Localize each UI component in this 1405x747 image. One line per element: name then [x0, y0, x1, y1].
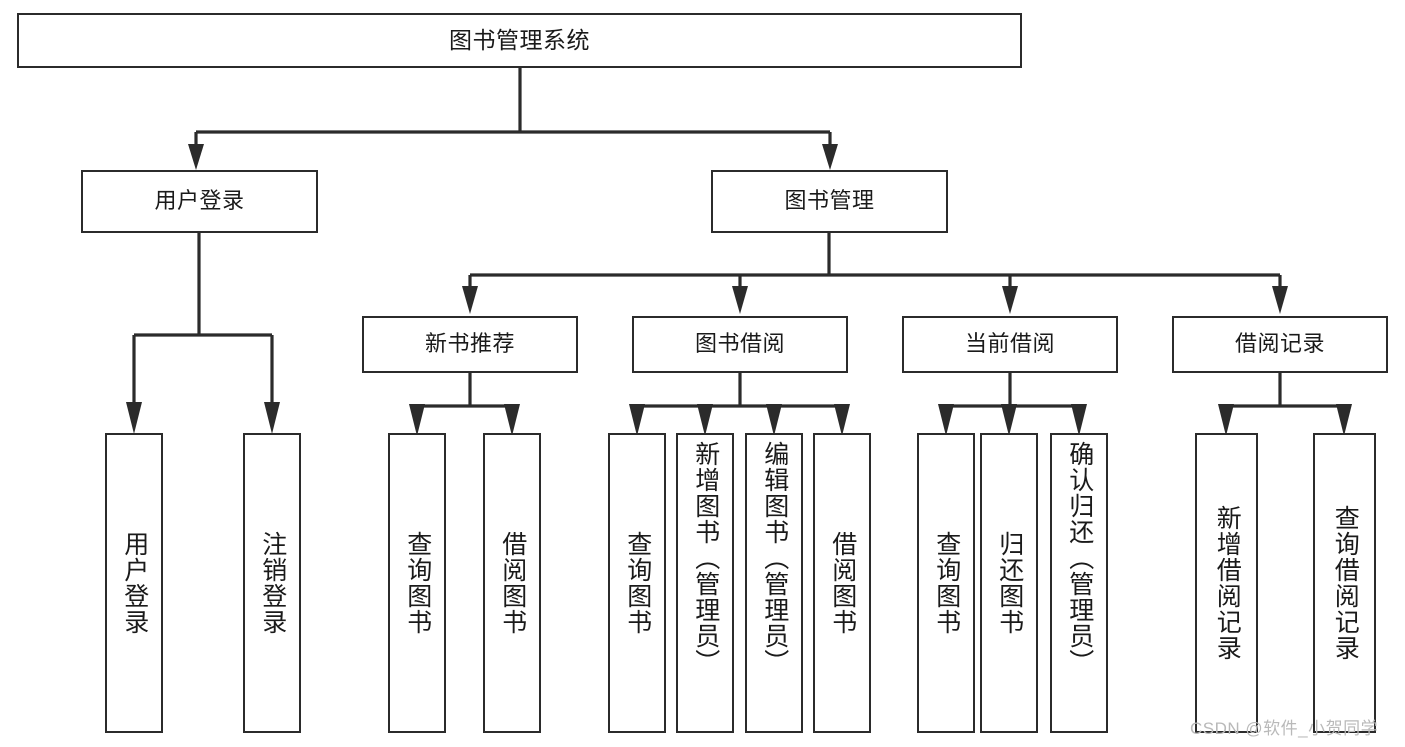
leaf-book-borrow-add-label: 新增图书（管理员）	[691, 441, 720, 675]
leaf-user-login-logout-label: 注销登录	[258, 531, 287, 635]
leaf-current-borrow-query[interactable]: 查询图书	[917, 433, 975, 733]
node-root-system[interactable]: 图书管理系统	[17, 13, 1022, 68]
node-book-borrow[interactable]: 图书借阅	[632, 316, 848, 373]
arrowhead-leaf-book-borrow-3	[766, 404, 782, 436]
node-user-login[interactable]: 用户登录	[81, 170, 318, 233]
leaf-book-borrow-query-label: 查询图书	[623, 531, 652, 635]
leaf-borrow-record-add[interactable]: 新增借阅记录	[1195, 433, 1258, 733]
node-current-borrow[interactable]: 当前借阅	[902, 316, 1118, 373]
arrowhead-leaf-book-borrow-2	[697, 404, 713, 436]
leaf-user-login-logout[interactable]: 注销登录	[243, 433, 301, 733]
arrowhead-leaf-current-borrow-2	[1001, 404, 1017, 436]
node-new-book-recommend-label: 新书推荐	[424, 331, 515, 357]
leaf-new-book-borrow-label: 借阅图书	[498, 531, 527, 635]
leaf-new-book-borrow[interactable]: 借阅图书	[483, 433, 541, 733]
leaf-book-borrow-edit-label: 编辑图书（管理员）	[760, 441, 789, 675]
node-user-login-label: 用户登录	[154, 188, 245, 214]
arrowhead-leaf-new-book-2	[504, 404, 520, 436]
arrowhead-leaf-new-book-1	[409, 404, 425, 436]
leaf-user-login-login[interactable]: 用户登录	[105, 433, 163, 733]
node-new-book-recommend[interactable]: 新书推荐	[362, 316, 578, 373]
leaf-current-borrow-query-label: 查询图书	[932, 531, 961, 635]
leaf-current-borrow-confirm[interactable]: 确认归还（管理员）	[1050, 433, 1108, 733]
leaf-borrow-record-query-label: 查询借阅记录	[1331, 505, 1360, 661]
arrowhead-leaf-book-borrow-1	[629, 404, 645, 436]
leaf-borrow-record-query[interactable]: 查询借阅记录	[1313, 433, 1376, 733]
arrowhead-book-borrow	[732, 286, 748, 314]
node-book-borrow-label: 图书借阅	[694, 331, 785, 357]
arrowhead-borrow-record	[1272, 286, 1288, 314]
arrowhead-new-book	[462, 286, 478, 314]
leaf-book-borrow-borrow-label: 借阅图书	[828, 531, 857, 635]
arrowhead-leaf-user-login-2	[264, 402, 280, 434]
arrowhead-leaf-borrow-record-2	[1336, 404, 1352, 436]
arrowhead-leaf-current-borrow-1	[938, 404, 954, 436]
leaf-book-borrow-edit[interactable]: 编辑图书（管理员）	[745, 433, 803, 733]
leaf-new-book-query-label: 查询图书	[403, 531, 432, 635]
leaf-book-borrow-borrow[interactable]: 借阅图书	[813, 433, 871, 733]
arrowhead-leaf-book-borrow-4	[834, 404, 850, 436]
arrowhead-user-login	[188, 144, 204, 170]
arrowhead-leaf-user-login-1	[126, 402, 142, 434]
leaf-new-book-query[interactable]: 查询图书	[388, 433, 446, 733]
leaf-current-borrow-return[interactable]: 归还图书	[980, 433, 1038, 733]
leaf-current-borrow-return-label: 归还图书	[995, 531, 1024, 635]
node-borrow-record[interactable]: 借阅记录	[1172, 316, 1388, 373]
node-current-borrow-label: 当前借阅	[964, 331, 1055, 357]
node-book-management[interactable]: 图书管理	[711, 170, 948, 233]
leaf-user-login-login-label: 用户登录	[120, 531, 149, 635]
arrowhead-current-borrow	[1002, 286, 1018, 314]
leaf-borrow-record-add-label: 新增借阅记录	[1213, 505, 1242, 661]
arrowhead-leaf-current-borrow-3	[1071, 404, 1087, 436]
node-borrow-record-label: 借阅记录	[1234, 331, 1325, 357]
node-book-management-label: 图书管理	[784, 188, 875, 214]
arrowhead-leaf-borrow-record-1	[1218, 404, 1234, 436]
leaf-book-borrow-query[interactable]: 查询图书	[608, 433, 666, 733]
leaf-current-borrow-confirm-label: 确认归还（管理员）	[1065, 441, 1094, 675]
watermark-text: CSDN @软件_小贺同学	[1190, 719, 1379, 738]
leaf-book-borrow-add[interactable]: 新增图书（管理员）	[676, 433, 734, 733]
arrowhead-book-manage	[822, 144, 838, 170]
node-root-system-label: 图书管理系统	[449, 26, 590, 53]
